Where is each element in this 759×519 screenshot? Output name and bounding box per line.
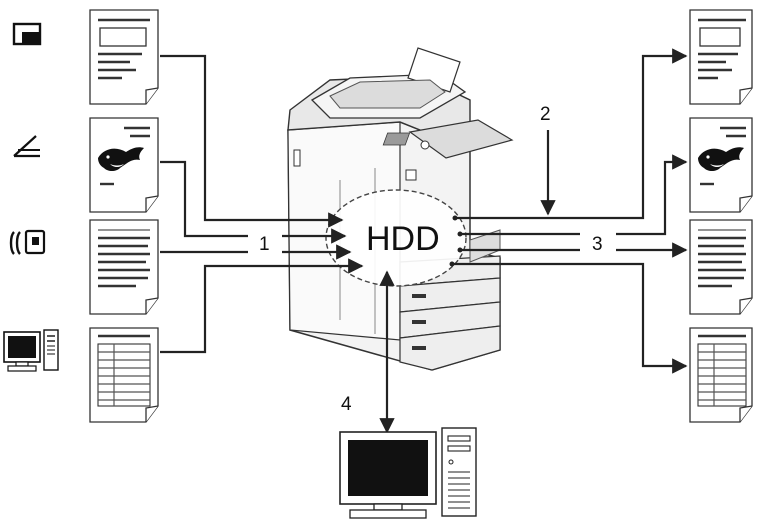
input-arrows — [160, 54, 364, 354]
output-document-whale-image — [689, 117, 753, 213]
pc-print-icon — [3, 329, 59, 372]
input-document-table — [89, 327, 159, 423]
output-document-table — [689, 327, 753, 423]
output-arrows — [449, 48, 688, 374]
hdd-label: HDD — [366, 220, 440, 258]
output-document-text — [689, 219, 753, 315]
desktop-pc-icon — [339, 427, 477, 519]
scanner-icon — [13, 135, 40, 158]
step-label-2: 2 — [540, 104, 551, 125]
hdd-node: HDD — [325, 189, 467, 287]
input-document-text — [89, 219, 159, 315]
output-document-form — [689, 9, 753, 105]
input-document-whale-image — [89, 117, 159, 213]
step-label-1: 1 — [259, 234, 270, 255]
fax-icon — [9, 229, 46, 255]
copier-icon — [12, 22, 42, 46]
multifunction-printer — [287, 47, 514, 371]
step-label-3: 3 — [592, 234, 603, 255]
input-document-form — [89, 9, 159, 105]
step-label-4: 4 — [341, 394, 352, 415]
